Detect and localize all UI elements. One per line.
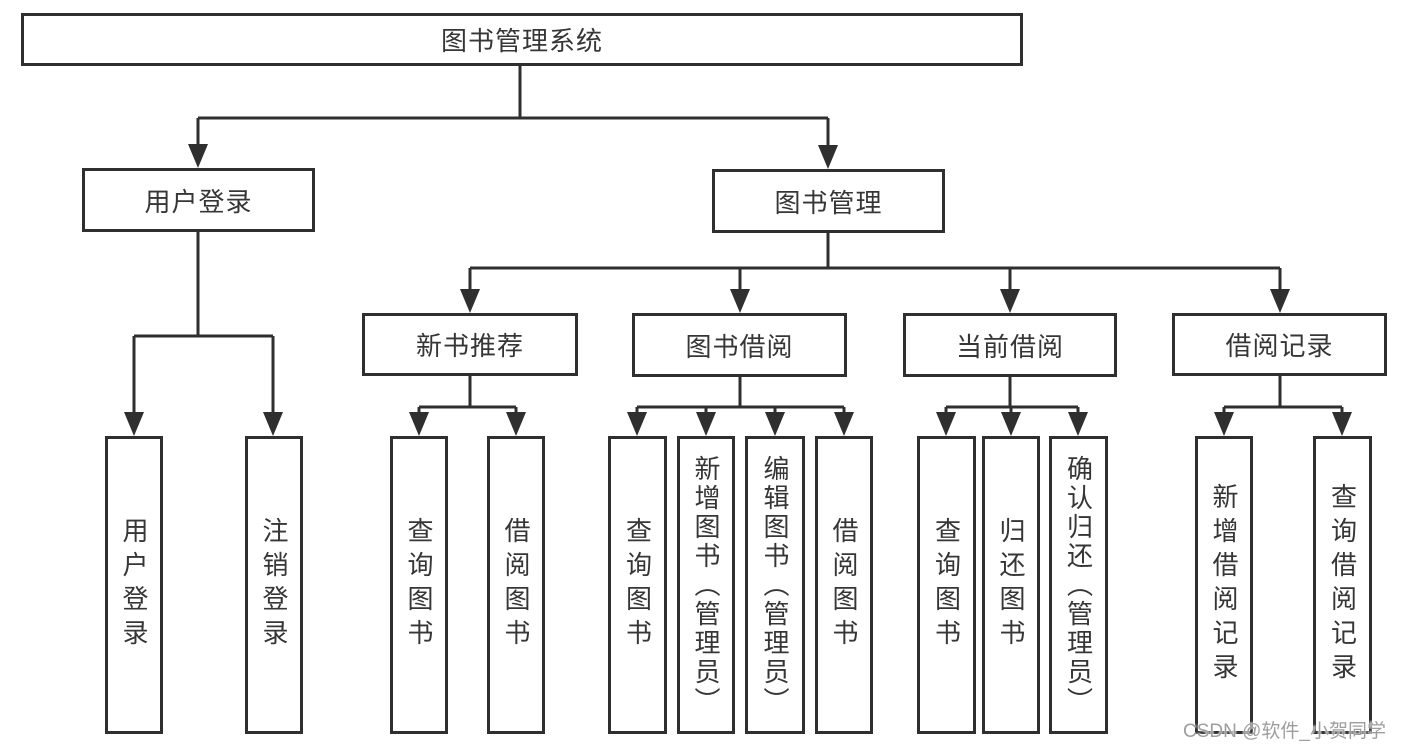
- arrow-down-icon: [188, 144, 208, 168]
- leaf-user-login: 用户登录: [105, 436, 163, 734]
- node-label: 借阅图书: [829, 517, 859, 653]
- leaf-borrow-book-2: 借阅图书: [815, 436, 873, 734]
- node-label: 新增图书（管理员）: [691, 454, 721, 716]
- leaf-query-book-3: 查询图书: [917, 436, 976, 734]
- node-label: 确认归还（管理员）: [1063, 454, 1094, 716]
- arrow-down-icon: [1214, 412, 1234, 436]
- arrow-down-icon: [1332, 412, 1352, 436]
- connector-user-login-to-leaves: [124, 232, 283, 436]
- node-label: 查询图书: [931, 517, 962, 653]
- arrow-down-icon: [627, 412, 647, 436]
- leaf-add-borrow-record: 新增借阅记录: [1195, 436, 1253, 734]
- arrow-down-icon: [936, 412, 956, 436]
- connector-root-to-level2: [188, 66, 838, 169]
- arrow-down-icon: [834, 412, 854, 436]
- node-current-borrowing: 当前借阅: [903, 313, 1117, 377]
- leaf-query-book-2: 查询图书: [608, 436, 667, 734]
- arrow-down-icon: [1000, 289, 1020, 313]
- arrow-down-icon: [1001, 412, 1021, 436]
- node-label: 图书管理: [774, 187, 883, 218]
- leaf-add-book-admin: 新增图书（管理员）: [677, 436, 735, 734]
- node-label: 编辑图书（管理员）: [760, 454, 790, 716]
- node-label: 新增借阅记录: [1209, 483, 1239, 687]
- node-label: 图书管理系统: [440, 26, 603, 56]
- connector-book-borrowing-to-leaves: [627, 377, 854, 436]
- leaf-query-book-1: 查询图书: [390, 436, 448, 734]
- leaf-return-book: 归还图书: [982, 436, 1040, 734]
- connector-book-management-to-level3: [460, 233, 1290, 313]
- node-label: 当前借阅: [955, 331, 1064, 362]
- node-label: 查询图书: [404, 517, 434, 653]
- arrow-down-icon: [460, 289, 480, 313]
- node-label: 图书借阅: [685, 331, 794, 362]
- node-book-borrowing: 图书借阅: [632, 313, 847, 377]
- arrow-down-icon: [730, 289, 750, 313]
- node-label: 借阅图书: [501, 517, 531, 653]
- leaf-edit-book-admin: 编辑图书（管理员）: [745, 436, 805, 734]
- arrow-down-icon: [696, 412, 716, 436]
- arrow-down-icon: [1068, 412, 1088, 436]
- node-label: 借阅记录: [1225, 331, 1334, 361]
- leaf-confirm-return-admin: 确认归还（管理员）: [1049, 436, 1108, 734]
- arrow-down-icon: [1270, 289, 1290, 313]
- leaf-query-borrow-record: 查询借阅记录: [1313, 436, 1372, 734]
- node-label: 用户登录: [144, 186, 253, 217]
- node-user-login: 用户登录: [82, 168, 315, 232]
- node-label: 用户登录: [119, 517, 149, 653]
- arrow-down-icon: [765, 412, 785, 436]
- node-new-book-recommendation: 新书推荐: [362, 313, 578, 376]
- leaf-borrow-book-1: 借阅图书: [487, 436, 545, 734]
- watermark: CSDN @软件_小贺同学: [1183, 721, 1386, 742]
- node-library-system: 图书管理系统: [21, 13, 1023, 66]
- connector-new-book-to-leaves: [409, 376, 526, 436]
- node-borrow-records: 借阅记录: [1172, 313, 1387, 376]
- node-label: 新书推荐: [415, 331, 524, 361]
- node-book-management: 图书管理: [712, 169, 945, 233]
- node-label: 注销登录: [259, 517, 289, 653]
- arrow-down-icon: [818, 145, 838, 169]
- node-label: 查询图书: [622, 517, 653, 653]
- leaf-logout: 注销登录: [245, 436, 303, 734]
- arrow-down-icon: [506, 412, 526, 436]
- arrow-down-icon: [124, 412, 144, 436]
- arrow-down-icon: [263, 412, 283, 436]
- node-label: 归还图书: [996, 517, 1026, 653]
- node-label: 查询借阅记录: [1327, 483, 1358, 687]
- connector-current-borrowing-to-leaves: [936, 377, 1088, 436]
- connector-borrow-records-to-leaves: [1214, 376, 1352, 436]
- arrow-down-icon: [409, 412, 429, 436]
